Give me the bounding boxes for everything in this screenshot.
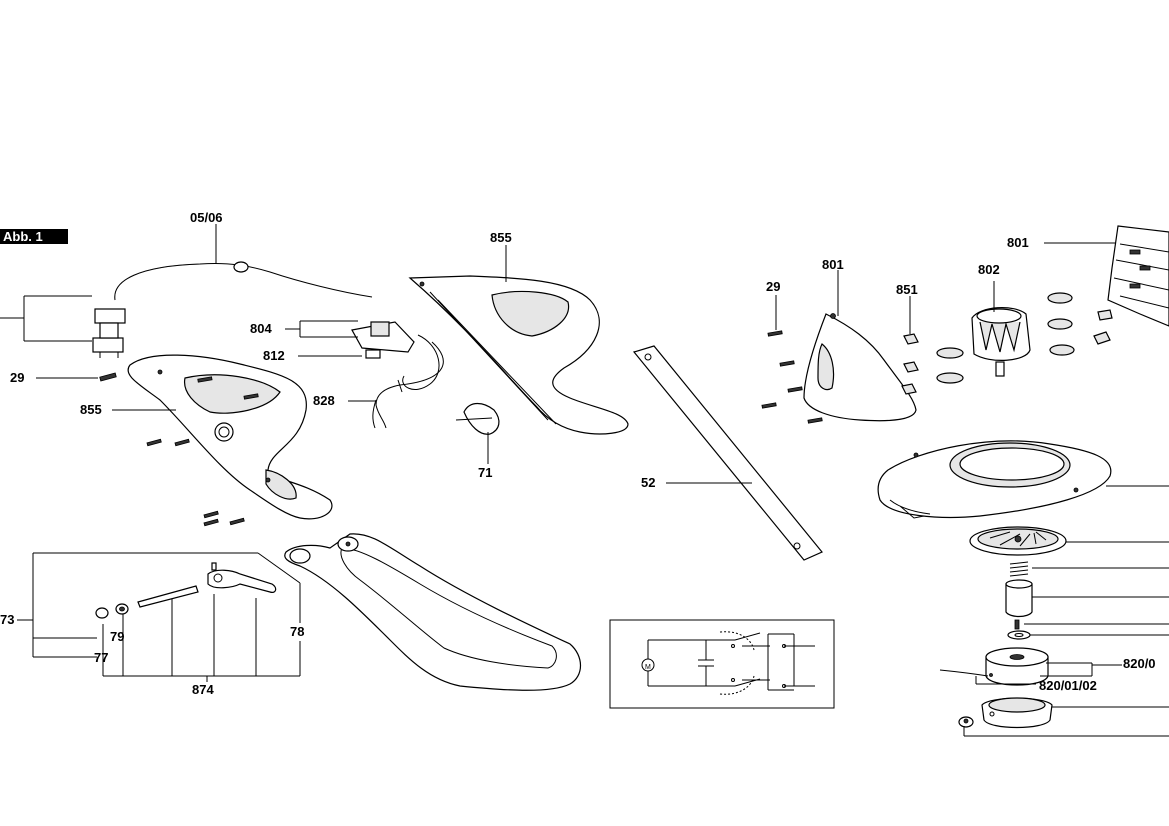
figure-tag-text: Abb. 1 — [3, 229, 43, 244]
label-77: 77 — [94, 650, 108, 665]
switch-part — [351, 321, 440, 390]
figure-tag: Abb. 1 — [0, 229, 68, 244]
housing-half-right-part — [408, 275, 629, 435]
label-855-right: 855 — [490, 230, 512, 245]
label-855-left: 855 — [80, 402, 102, 417]
knob-part — [958, 716, 974, 728]
tube-52-part — [632, 345, 823, 561]
power-cord-part — [92, 224, 373, 358]
label-73: 73 — [0, 612, 14, 627]
pin-part — [137, 585, 199, 608]
bushing-part — [1005, 579, 1033, 618]
screw-washer-part — [1007, 619, 1031, 640]
label-801-right: 801 — [1007, 235, 1029, 250]
housing-801-right-part — [1107, 225, 1169, 327]
label-801-left: 801 — [822, 257, 844, 272]
screws-right — [761, 330, 823, 424]
key-tool-part — [207, 562, 277, 593]
wiring-schematic: M — [609, 619, 835, 709]
bracket-left — [0, 295, 92, 342]
fan-part — [969, 526, 1067, 556]
label-828: 828 — [313, 393, 335, 408]
handle-bow-part — [284, 533, 582, 691]
bracket-804 — [285, 320, 358, 338]
leader-knob — [963, 726, 1169, 737]
label-71: 71 — [478, 465, 492, 480]
label-820-01-02: 820/01/02 — [1039, 678, 1097, 693]
spacer-discs — [936, 292, 1113, 384]
label-78: 78 — [290, 624, 304, 639]
spring-part — [1009, 561, 1029, 577]
label-52: 52 — [641, 475, 655, 490]
guard-part — [877, 440, 1112, 519]
washer-parts — [95, 603, 129, 619]
label-851: 851 — [896, 282, 918, 297]
label-29-left: 29 — [10, 370, 24, 385]
part-71 — [455, 402, 500, 464]
spool-cap-part — [981, 697, 1053, 729]
label-79: 79 — [110, 629, 124, 644]
bracket-73-group — [17, 552, 301, 682]
label-820: 820/0 — [1123, 656, 1156, 671]
label-802: 802 — [978, 262, 1000, 277]
label-874: 874 — [192, 682, 214, 697]
spool-820-part — [939, 647, 1049, 686]
label-29-right: 29 — [766, 279, 780, 294]
label-05-06: 05/06 — [190, 210, 223, 225]
screw-29-left — [99, 372, 117, 382]
bracket-820 — [975, 662, 1122, 685]
motor-802-part — [971, 281, 1031, 377]
label-804: 804 — [250, 321, 272, 336]
label-812: 812 — [263, 348, 285, 363]
motor-symbol: M — [645, 664, 651, 671]
motor-cover-801-part — [803, 313, 917, 422]
screws-housing-left — [146, 438, 245, 527]
housing-half-left-part — [127, 354, 333, 520]
carbon-brushes-851 — [901, 333, 919, 395]
wire-828-part — [372, 341, 444, 429]
